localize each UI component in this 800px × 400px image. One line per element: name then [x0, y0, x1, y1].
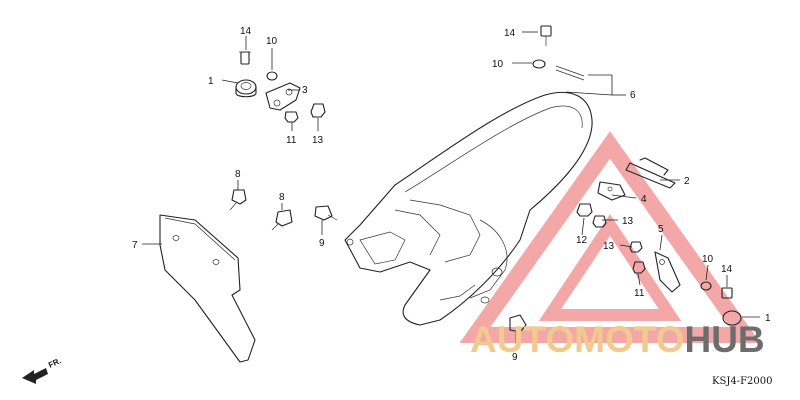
leader-lines — [142, 31, 760, 350]
callout-numbers: 1 14 10 3 11 13 14 10 6 2 4 13 12 13 5 1… — [132, 26, 771, 363]
callout-13-low: 13 — [603, 241, 615, 252]
watermark-triangle — [459, 131, 761, 343]
watermark-moto: MOTO — [574, 319, 684, 360]
callout-1-upper: 1 — [208, 76, 214, 87]
front-direction-label: FR. — [47, 356, 62, 370]
callout-13-upper: 13 — [312, 135, 324, 146]
callout-10-top: 10 — [492, 59, 504, 70]
watermark-logo: AUTOMOTOHUB — [470, 319, 765, 360]
callout-1-right: 1 — [765, 313, 771, 324]
diagram-code: KSJ4-F2000 — [712, 376, 772, 387]
callout-11-upper: 11 — [286, 135, 297, 146]
front-direction-arrow-icon: FR. — [22, 356, 63, 384]
callout-7: 7 — [132, 240, 138, 251]
right-hardware — [509, 157, 742, 333]
left-bolts — [229, 189, 338, 231]
watermark-hub: HUB — [684, 319, 764, 360]
mud-flap-part-7 — [159, 214, 256, 363]
upper-left-hardware — [235, 51, 326, 123]
callout-14-upper: 14 — [240, 26, 252, 37]
callout-11-low: 11 — [634, 288, 645, 299]
callout-10-right: 10 — [702, 254, 714, 265]
callout-3: 3 — [302, 85, 308, 96]
callout-10-upper: 10 — [266, 36, 278, 47]
callout-14-right: 14 — [721, 264, 733, 275]
callout-9-lower: 9 — [512, 352, 518, 363]
watermark-auto: AUTO — [470, 319, 574, 360]
svg-text:AUTOMOTOHUB: AUTOMOTOHUB — [470, 319, 765, 360]
callout-9-upper: 9 — [319, 238, 325, 249]
callout-13-mid: 13 — [622, 216, 634, 227]
callout-2: 2 — [684, 176, 690, 187]
callout-8-mid: 8 — [279, 192, 285, 203]
rear-fender-part-6 — [344, 91, 593, 326]
callout-14-top: 14 — [504, 28, 516, 39]
callout-5: 5 — [658, 224, 664, 235]
callout-4: 4 — [641, 194, 647, 205]
callout-6: 6 — [630, 90, 636, 101]
top-center-hardware — [532, 25, 585, 81]
callout-8-left: 8 — [235, 169, 241, 180]
callout-12: 12 — [576, 235, 588, 246]
